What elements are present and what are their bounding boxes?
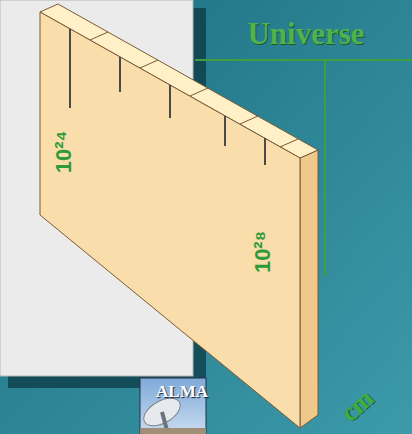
slab-front bbox=[40, 12, 300, 428]
slab-side bbox=[300, 150, 318, 428]
region-title: Universe bbox=[247, 18, 364, 49]
unit-label: cm bbox=[337, 385, 379, 427]
scale-value: 10²⁸ bbox=[252, 231, 274, 273]
scale-value: 10²⁴ bbox=[53, 131, 75, 174]
scale-ticks bbox=[70, 29, 265, 165]
slab-segments bbox=[90, 32, 298, 147]
pointer-lines bbox=[195, 60, 412, 276]
photo-caption: ALMA bbox=[156, 383, 208, 400]
